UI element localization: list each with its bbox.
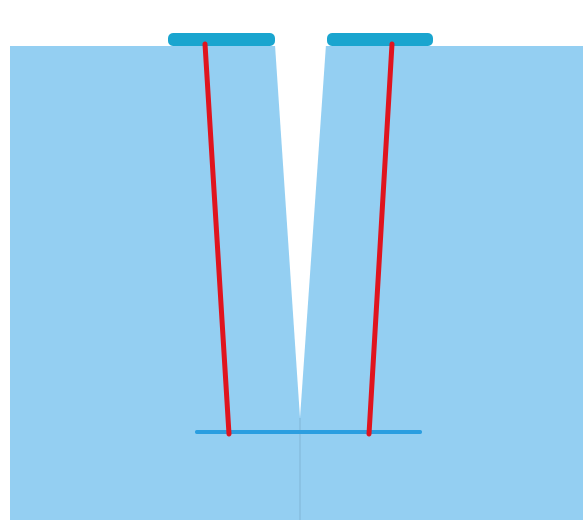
right-surface-plate — [327, 33, 433, 46]
left-surface-plate — [168, 33, 275, 46]
